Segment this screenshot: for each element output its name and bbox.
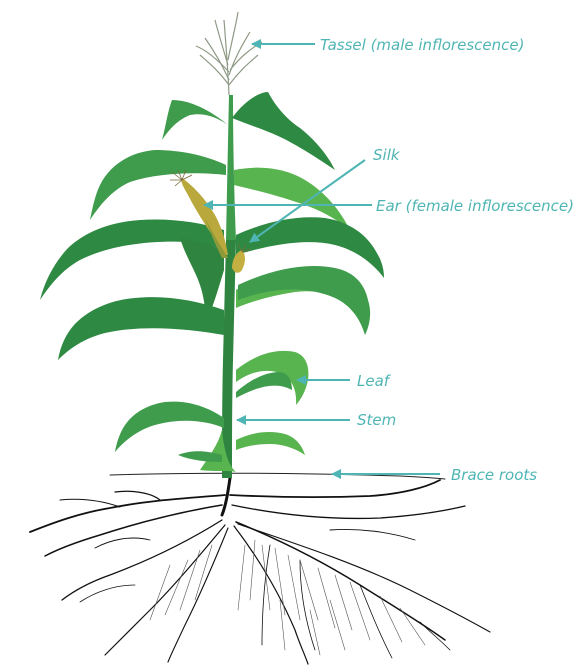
labels: Tassel (male inflorescence) Silk Ear (fe… [320,36,574,484]
root-right-1 [230,480,440,497]
leaf-left-5 [115,402,224,452]
label-leaf: Leaf [357,372,392,390]
root-main [222,478,230,515]
root-left-2 [45,505,222,556]
root-right-10 [420,622,450,650]
root-left-4 [60,499,120,507]
leaf-left-4 [58,297,224,360]
root-left-9 [80,585,135,602]
root-left-7 [168,528,228,662]
label-stem: Stem [357,411,396,429]
root-left-8 [95,538,150,548]
root-system [30,473,490,664]
root-right-6 [330,529,415,540]
leaves [40,92,384,462]
root-left-5 [62,520,222,600]
root-right-2 [232,505,465,518]
fine-roots [150,540,425,655]
label-tassel: Tassel (male inflorescence) [320,36,524,54]
root-right-9 [262,545,270,645]
root-right-8 [360,585,392,658]
root-left-3 [115,491,160,500]
label-silk: Silk [373,146,401,164]
root-right-7 [300,560,315,650]
leaf-right-6 [236,432,305,455]
label-ear: Ear (female inflorescence) [376,197,574,215]
leaf-right-4 [238,266,370,335]
leaf-upper-right [232,92,335,170]
root-left-6 [105,525,225,655]
tassel-group [196,12,262,95]
stem-lower [222,240,236,478]
label-brace-roots: Brace roots [451,466,537,484]
leaf-upper-left [162,100,228,140]
